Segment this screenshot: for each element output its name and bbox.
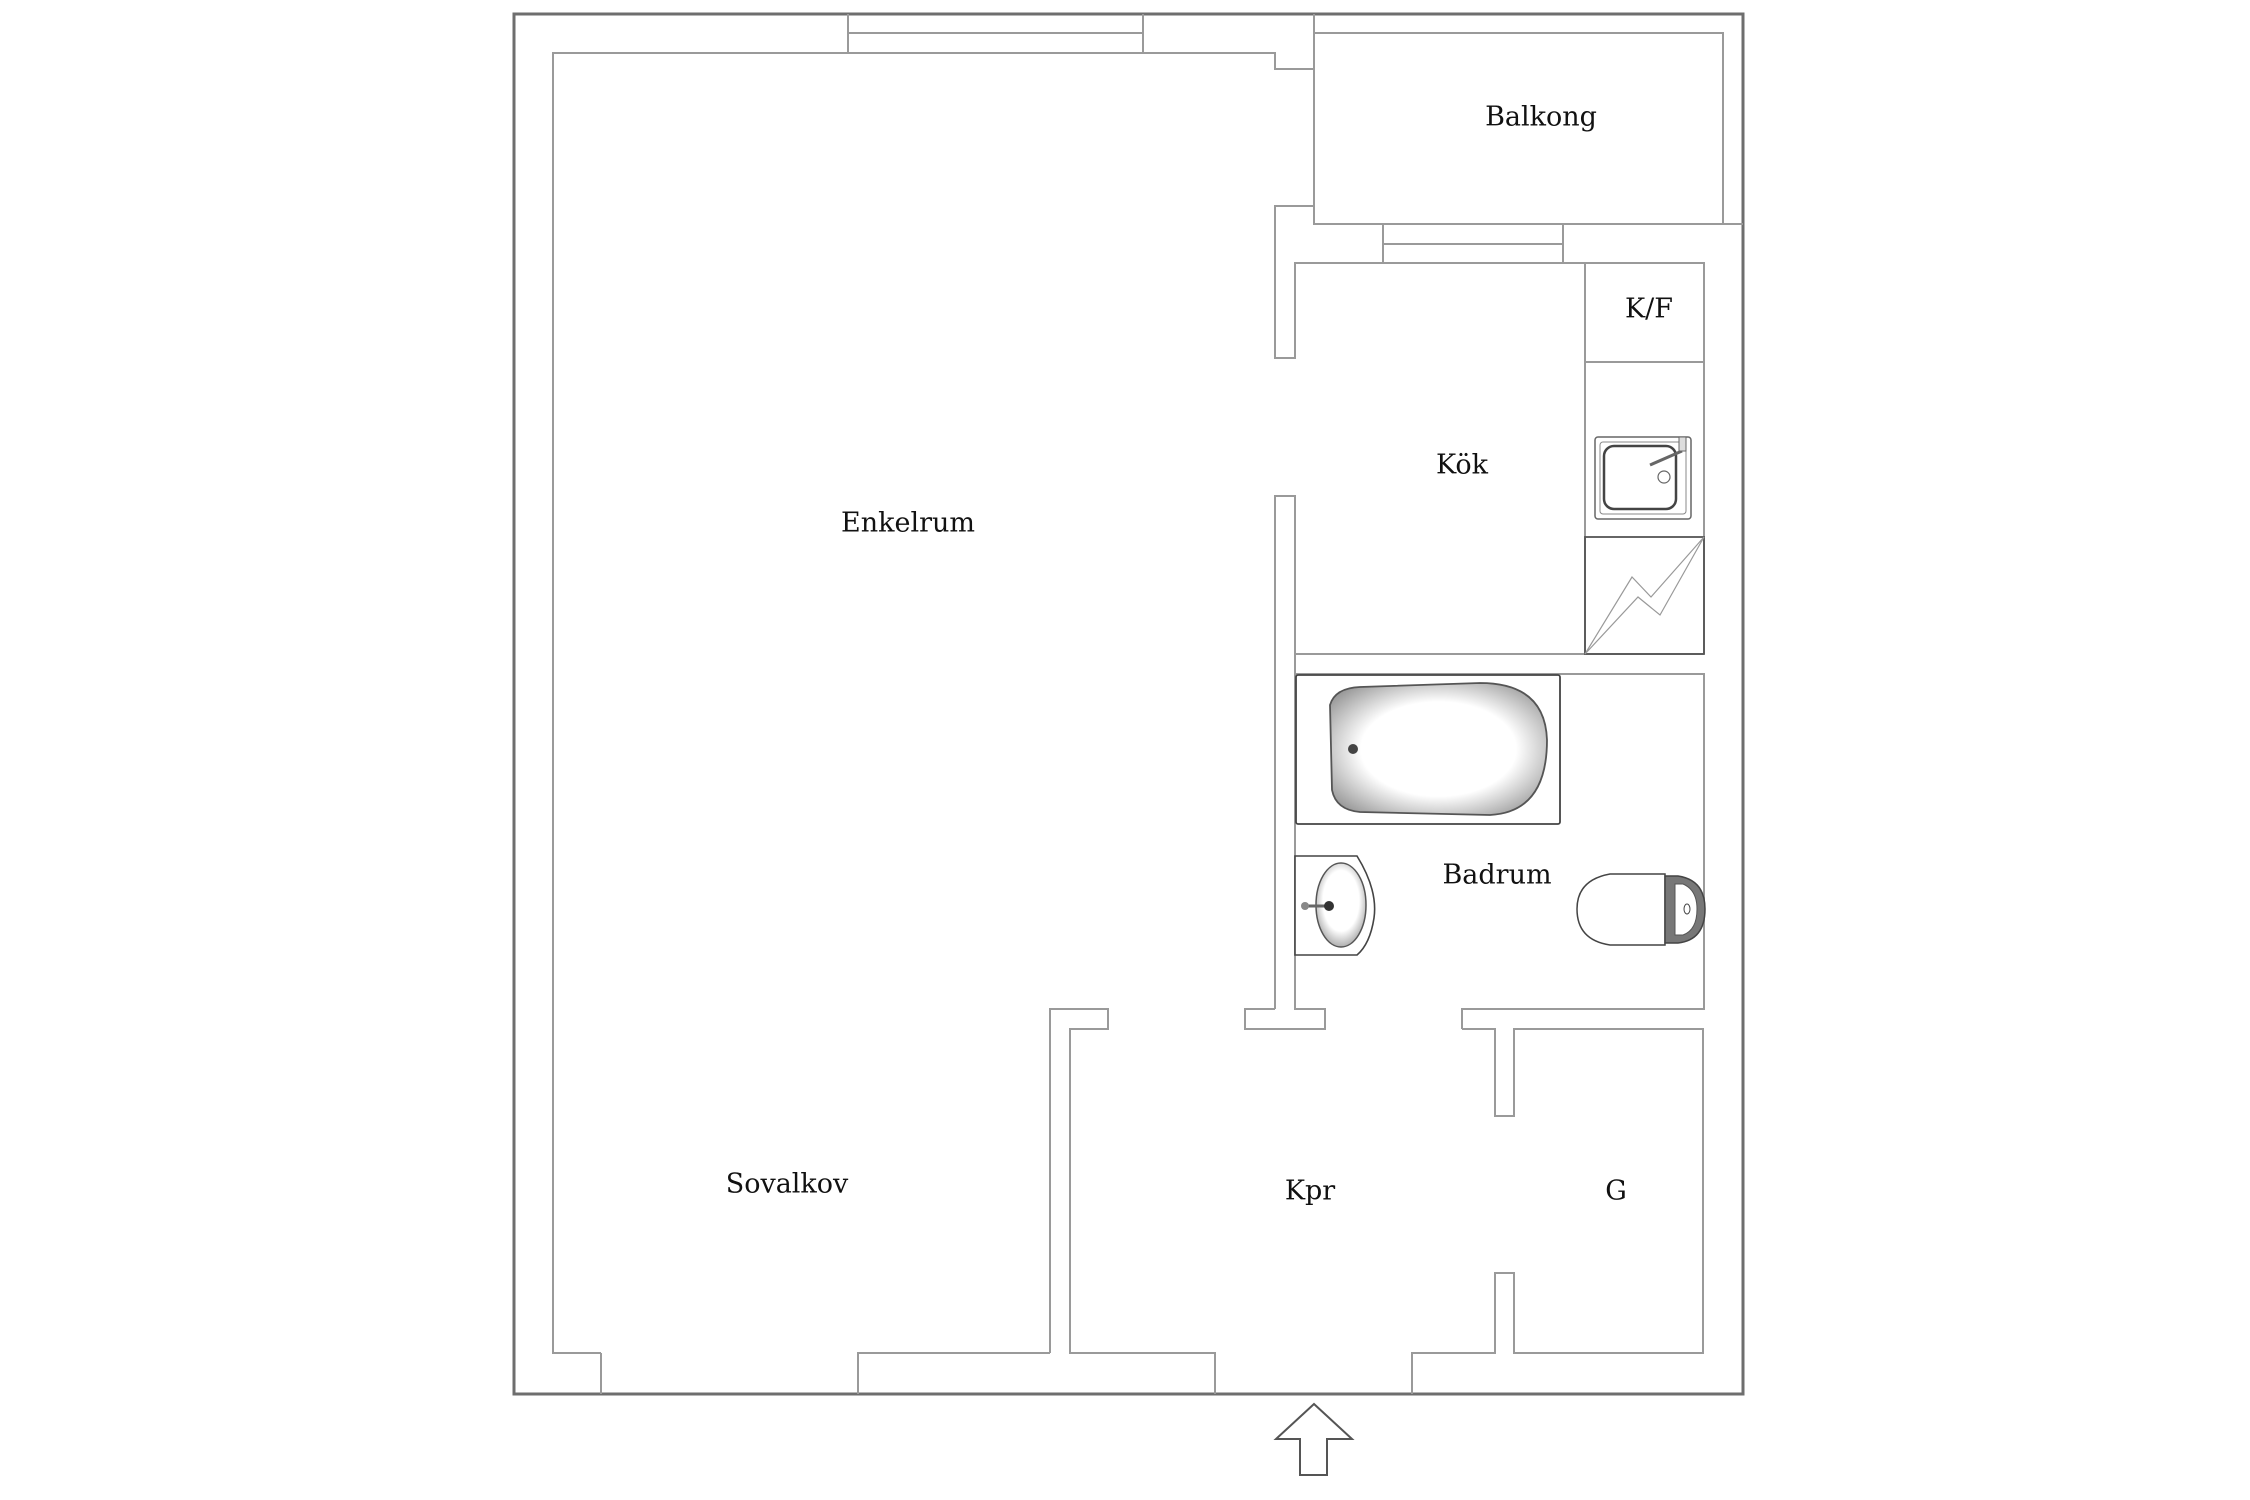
hall-divider-wall	[1049, 1008, 1216, 1394]
window-balcony-door	[1382, 224, 1564, 263]
room-label-kf: K/F	[1624, 293, 1674, 325]
stove-icon	[1584, 536, 1705, 655]
bathroom-wall	[1294, 654, 1705, 1029]
sovalkov-bottom-inner	[857, 1352, 1050, 1394]
bathtub-icon	[1295, 674, 1561, 825]
closet-wall-top	[1411, 1028, 1704, 1394]
balcony	[1313, 14, 1743, 225]
outer-wall	[512, 12, 1745, 1396]
washbasin-icon	[1294, 855, 1376, 956]
window-top	[847, 14, 1144, 53]
room-label-sovalkov: Sovalkov	[725, 1168, 849, 1200]
room-label-g: G	[1605, 1175, 1627, 1207]
toilet-icon	[1576, 873, 1706, 946]
room-label-badrum: Badrum	[1442, 859, 1552, 891]
kitchen-wall-lower	[1274, 495, 1704, 1009]
room-label-enkelrum: Enkelrum	[841, 507, 975, 539]
kitchen-sink-icon	[1594, 436, 1692, 520]
bathroom-wall-left	[1244, 674, 1326, 1030]
kitchen-wall-upper	[1274, 205, 1705, 654]
living-inner-wall	[552, 52, 1314, 1354]
room-label-kok: Kök	[1435, 449, 1489, 481]
room-label-kpr: Kpr	[1284, 1175, 1336, 1207]
entrance-arrow-icon	[1273, 1402, 1355, 1476]
room-label-balkong: Balkong	[1485, 101, 1597, 133]
